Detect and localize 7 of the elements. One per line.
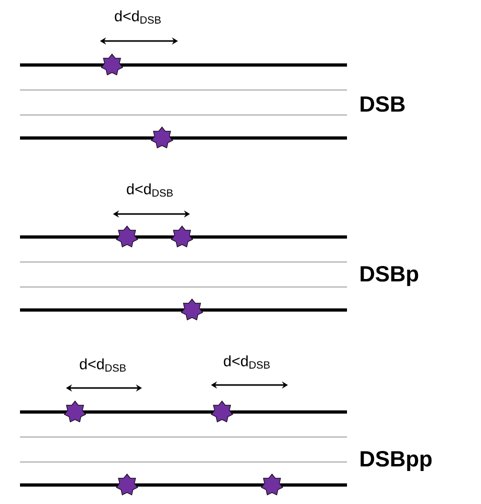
distance-label: d<d$_{DSB}$ [80,358,126,372]
panel-title: DSBpp [360,451,432,471]
distance-label: d<d$_{DSB}$ [126,183,173,197]
panel-title: DSB [360,96,405,112]
panel-title: DSBp [360,266,418,286]
distance-label: d<d$_{DSB}$ [224,355,270,369]
distance-label: d<d$_{DSB}$ [114,10,161,24]
